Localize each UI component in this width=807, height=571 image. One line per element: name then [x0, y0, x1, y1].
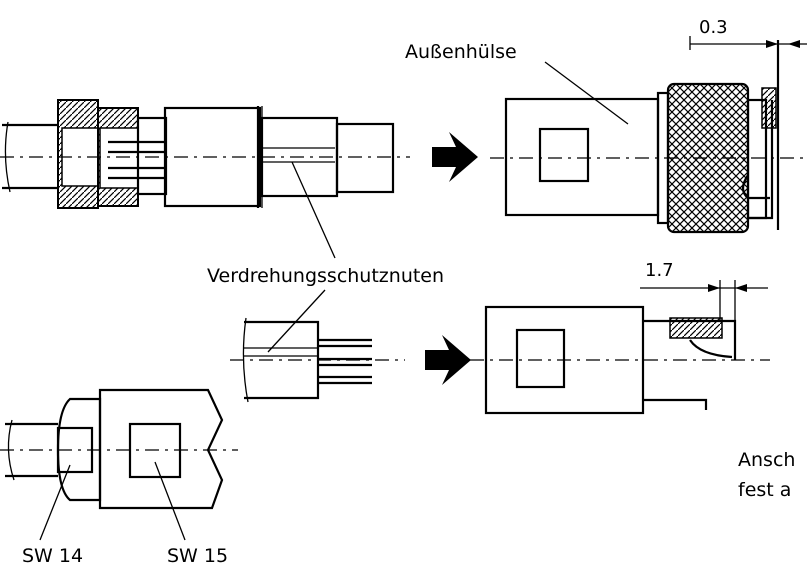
- note-line-1: Ansch: [738, 449, 795, 471]
- dim-gap-top-text: 0.3: [699, 17, 728, 38]
- outer-sleeve-label: Außenhülse: [405, 41, 517, 63]
- middle-right-connector: [470, 305, 770, 415]
- top-right-connector: [490, 40, 807, 234]
- wrench-size-15-label: SW 15: [167, 545, 228, 567]
- arrow-right-icon: [432, 132, 478, 182]
- note-line-2: fest a: [738, 479, 791, 501]
- cropped-note: Ansch fest a: [738, 449, 795, 501]
- outer-sleeve-callout: Außenhülse: [405, 41, 629, 125]
- dimension-gap-middle: 1.7: [640, 260, 768, 320]
- dimension-gap-top: 0.3: [689, 17, 807, 50]
- top-left-cable-assembly: [0, 99, 410, 209]
- anti-twist-grooves-label: Verdrehungsschutznuten: [207, 265, 444, 287]
- bottom-left-wrench-view: SW 14 SW 15: [0, 388, 238, 567]
- anti-twist-grooves-callout: Verdrehungsschutznuten: [207, 161, 444, 353]
- arrow-right-icon: [425, 335, 471, 385]
- dim-gap-middle-text: 1.7: [645, 260, 674, 281]
- wrench-size-14-label: SW 14: [22, 545, 83, 567]
- middle-left-pin-insert: [230, 317, 405, 403]
